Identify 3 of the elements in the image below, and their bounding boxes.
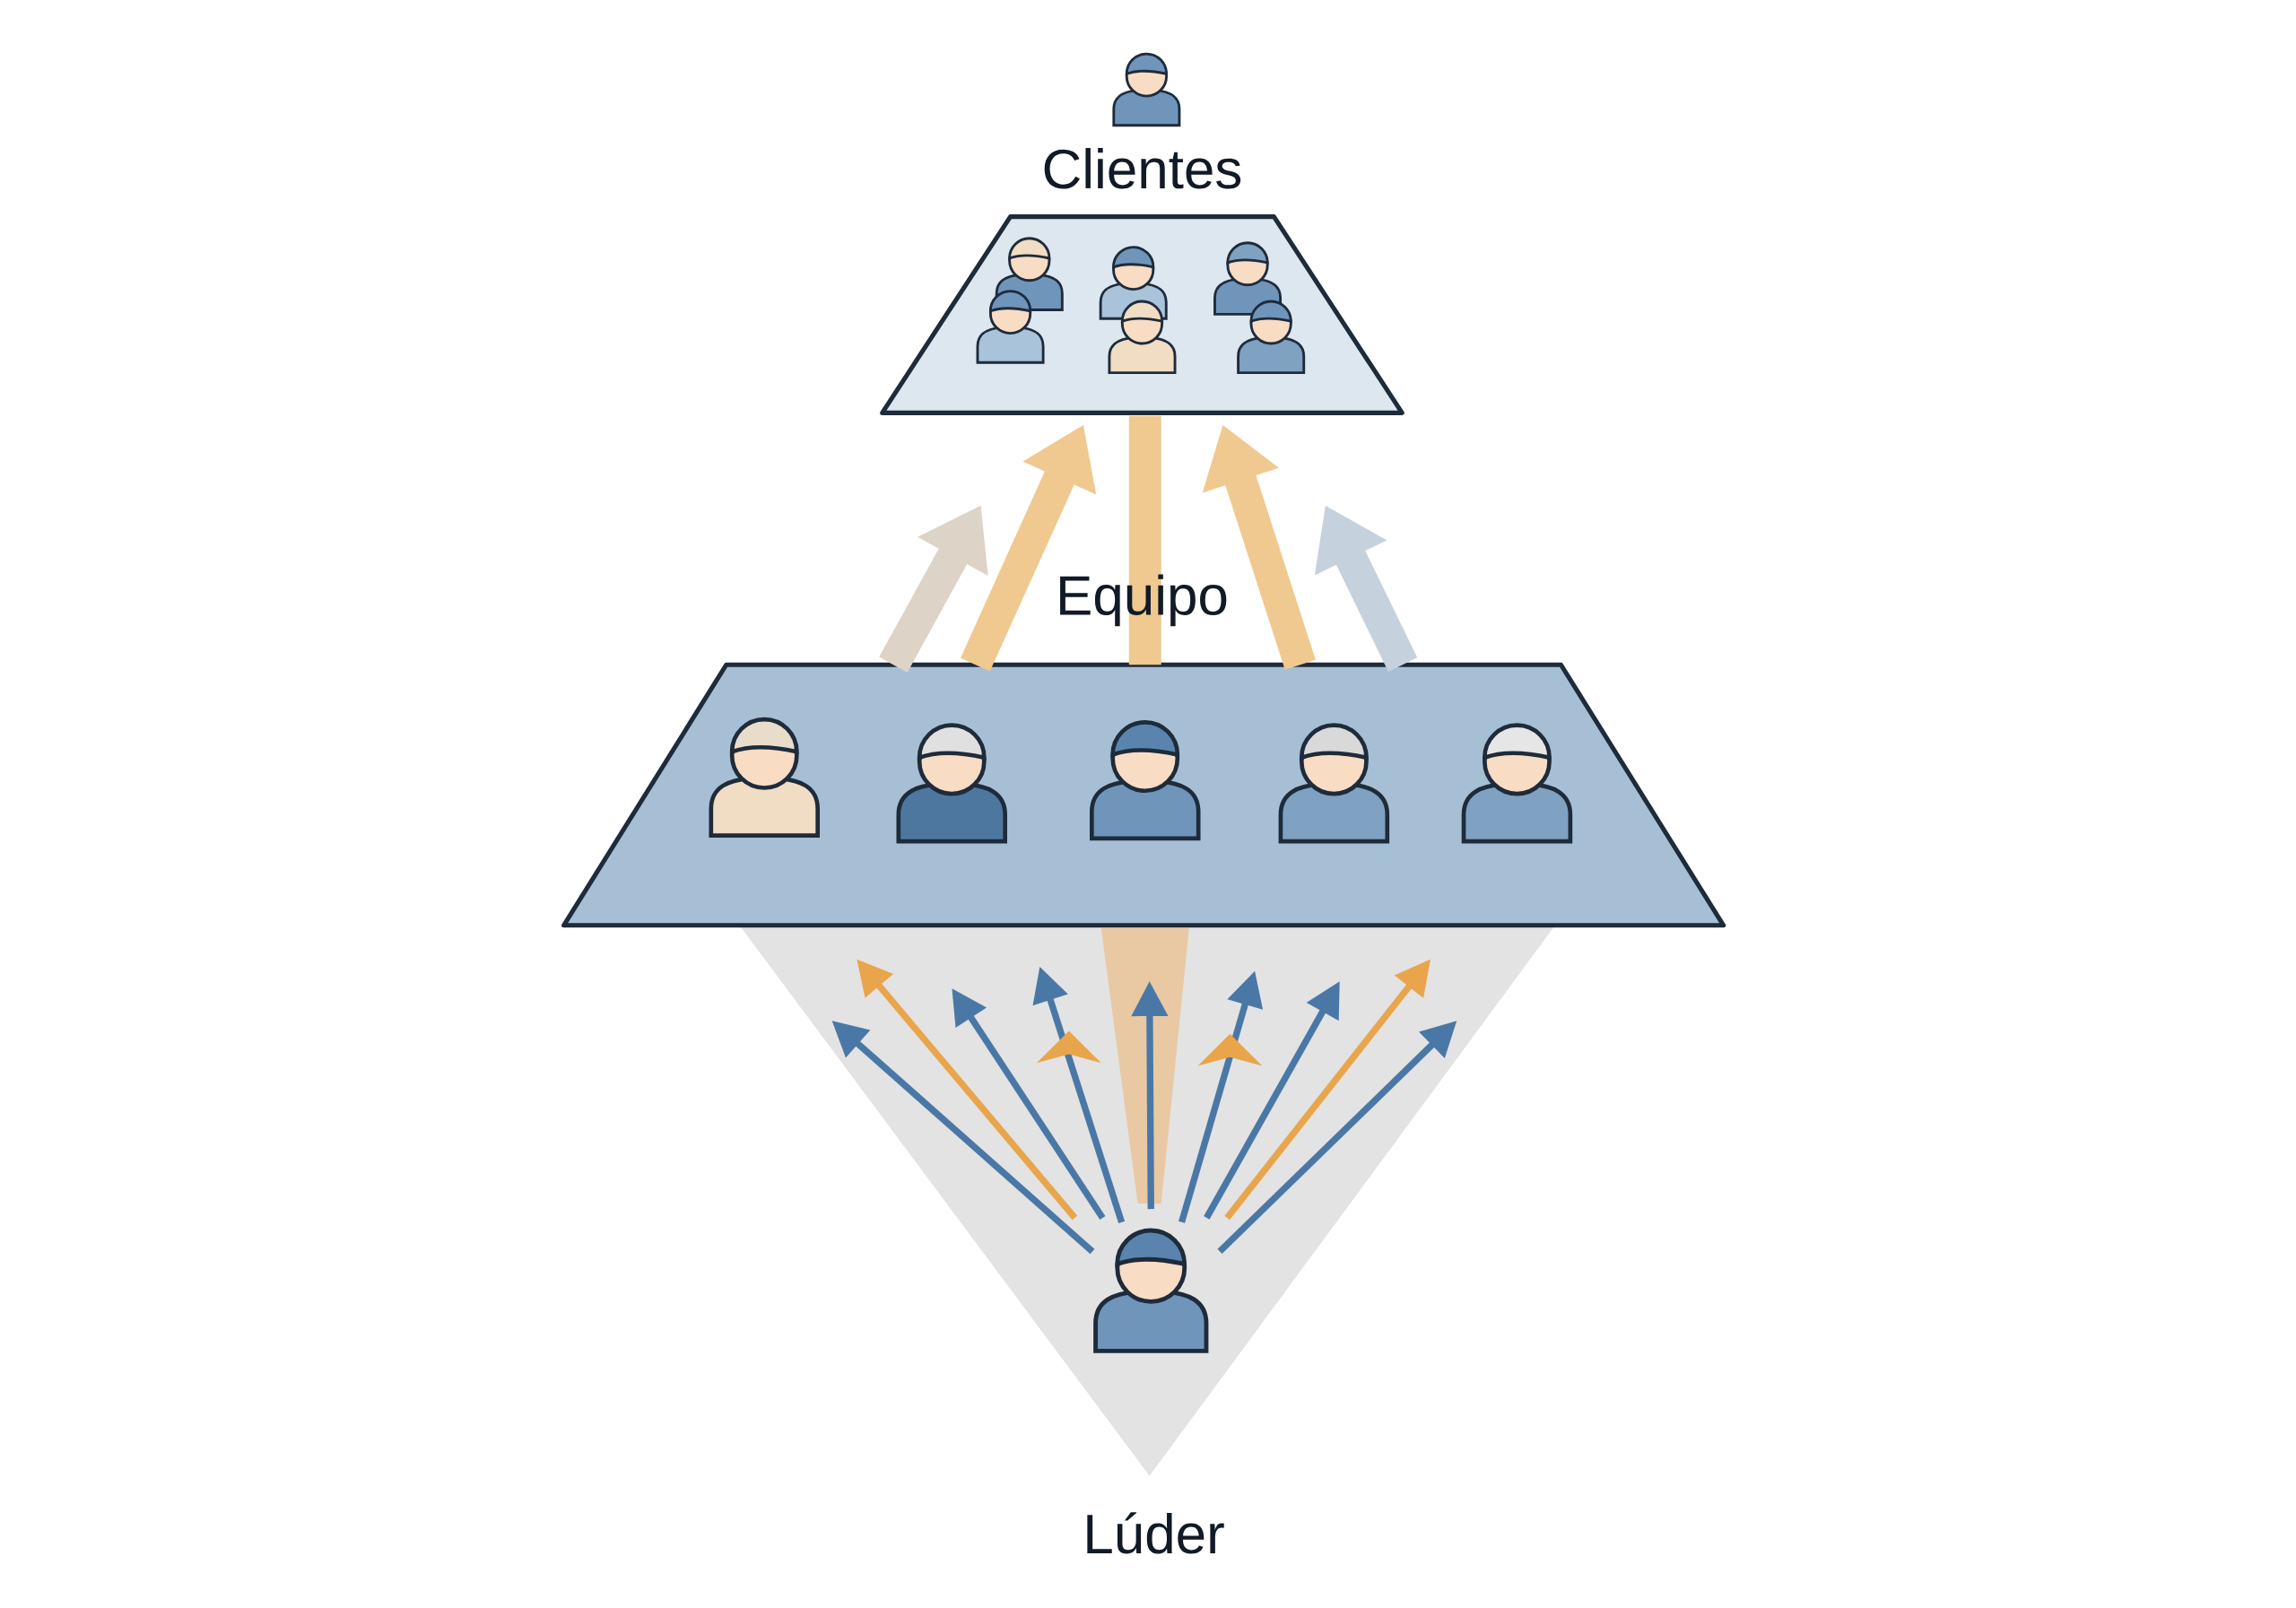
layer-label: Equipo bbox=[1060, 574, 1227, 627]
layer-label: Clientes bbox=[1044, 148, 1241, 189]
leader-label: Lúder bbox=[1087, 1512, 1224, 1554]
